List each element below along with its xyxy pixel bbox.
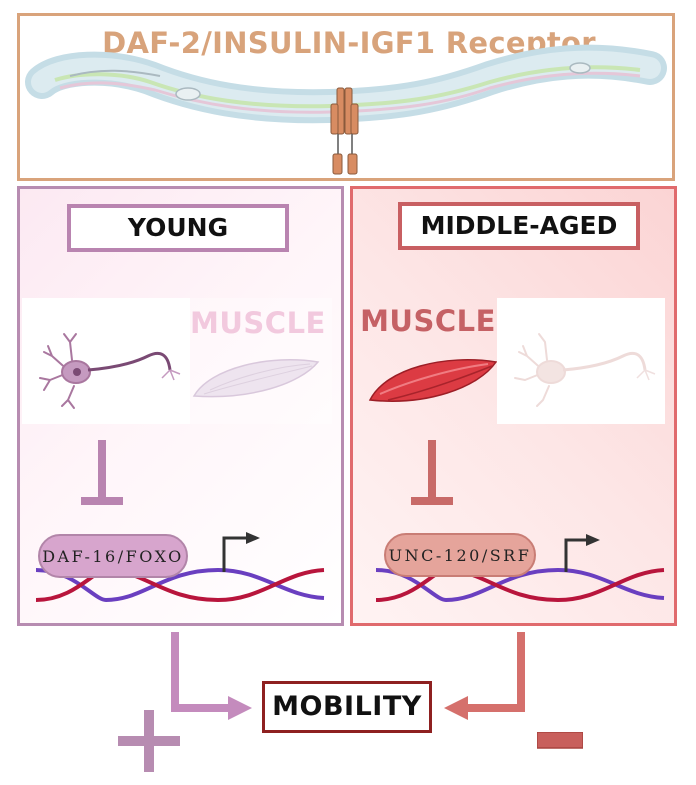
young-muscle-label: MUSCLE (190, 306, 326, 340)
muscle-icon (368, 359, 498, 402)
middle-aged-muscle-area: MUSCLE (356, 298, 498, 424)
faded-muscle-icon (192, 359, 320, 398)
middle-aged-label: MIDDLE-AGED (398, 202, 640, 250)
middle-aged-neuron-area (497, 298, 665, 424)
young-dna-icon (35, 532, 325, 603)
middle-aged-factor-pill: UNC-120/SRF (384, 533, 536, 577)
young-factor-pill: DAF-16/FOXO (38, 534, 188, 578)
middle-aged-arrowhead (444, 696, 468, 720)
young-inhibition-icon (81, 440, 123, 505)
minus-icon (537, 732, 583, 749)
worm-illustration (25, 44, 667, 124)
neuron-icon (39, 333, 181, 409)
outcome-arrows (171, 632, 525, 720)
young-muscle-area: MUSCLE (190, 298, 332, 424)
receptor-icon (330, 87, 359, 175)
young-arrowhead (228, 696, 252, 720)
middle-aged-inhibition-icon (411, 440, 453, 505)
mobility-box: MOBILITY (262, 681, 432, 733)
receptor-panel: DAF-2/INSULIN-IGF1 Receptor (17, 13, 675, 181)
middle-aged-dna-icon (375, 534, 665, 603)
middle-aged-muscle-label: MUSCLE (360, 304, 496, 338)
young-neuron-area (22, 298, 190, 424)
plus-icon (118, 710, 180, 772)
faded-neuron-icon (514, 333, 656, 407)
young-label: YOUNG (67, 204, 289, 252)
